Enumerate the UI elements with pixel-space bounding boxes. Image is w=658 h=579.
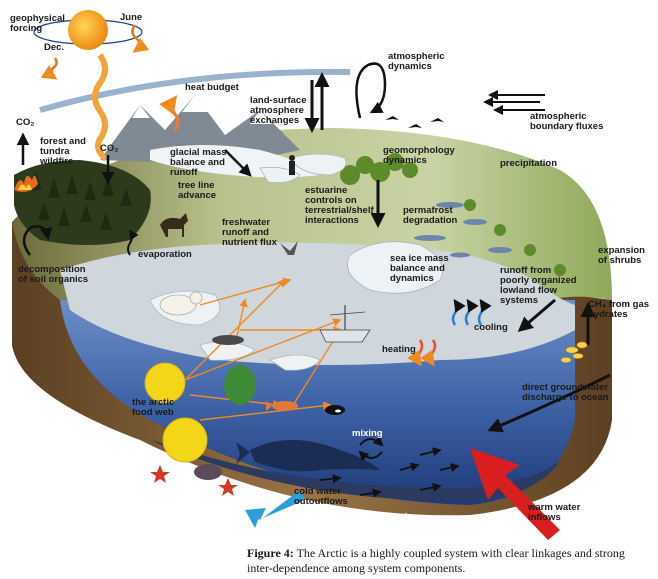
label-atmospheric-boundary-fluxes: atmospheric boundary fluxes [530,111,604,132]
label-sea-ice-mass-balance: sea ice mass balance and dynamics [390,253,449,284]
label-june: June [120,12,143,23]
person-icon [289,155,295,175]
label-arctic-food-web: the arctic food web [132,397,175,418]
shrubs [340,153,566,276]
forest-trees [30,172,132,230]
label-co2-mid: CO₂ [100,143,119,154]
label-precipitation: precipitation [500,158,558,169]
label-ch4-gas-hydrates: CH₄ from gas hydrates [588,299,650,320]
label-decomposition-soil: decomposition of soil organics [18,264,89,285]
label-land-surface-atmosphere: land-surface atmosphere exchanges [250,95,307,126]
bird-icon [280,241,298,255]
label-heating: heating [382,344,416,355]
label-warm-water-inflows: warm water inflows [528,502,581,523]
label-mixing: mixing [352,428,383,439]
label-forest-tundra-wildfire: forest and tundra wildfire [40,136,86,167]
label-geomorphology-dynamics: geomorphology dynamics [383,145,455,166]
food-web-circle-2 [162,417,208,463]
glacial-runoff-arrow [224,149,252,177]
wildfire [14,175,38,192]
heating-arrows [407,339,437,367]
kelp-blob [224,365,256,405]
label-freshwater-runoff: freshwater runoff and nutrient flux [222,217,277,248]
label-tree-line-advance: tree line advance [178,180,217,201]
label-runoff-lowland: runoff from poorly organized lowland flo… [500,265,577,306]
heat-ray [159,95,180,131]
label-estuarine-controls: estuarine controls on terrestrial/shelf … [305,185,374,226]
caption-figure-label: Figure 4: [247,546,294,560]
whale-icon [236,440,380,472]
label-heat-budget: heat budget [185,82,239,93]
atmospheric-loop [355,62,387,119]
food-web-circle-1 [144,362,186,404]
sea-ice [149,153,443,371]
cold-outflow-arrow [245,490,305,528]
lowland-runoff-arrow [517,298,556,332]
cooling-arrows [451,298,492,326]
permafrost-ponds [414,202,512,258]
mixing-arrow-2 [358,450,383,462]
benthic-community [194,464,222,480]
mixing-arrow [359,435,384,447]
label-geophysical-forcing: geophysical forcing [10,13,65,34]
flying-birds [385,116,444,128]
sun-ray-main [92,53,109,162]
label-dec: Dec. [44,42,65,53]
seal-icon [212,335,244,345]
label-cold-water-outoutflows: cold water outoutflows [294,486,348,507]
evaporation-arrow [127,229,139,256]
gas-hydrates [560,341,588,363]
label-atmospheric-dynamics: atmospheric dynamics [388,51,445,72]
figure-caption: Figure 4: The Arctic is a highly coupled… [247,546,647,576]
seafloor [150,440,560,501]
decomposition-curl [22,225,53,256]
label-co2-left: CO₂ [16,117,35,128]
atmosphere-arc [39,68,351,113]
boreal-forest [14,160,151,245]
moose-icon [160,213,188,237]
dec-ray [40,57,58,80]
caption-text: The Arctic is a highly coupled system wi… [247,546,625,575]
label-currents: currents [375,511,414,522]
orca-icon [325,405,345,415]
sun-icon [68,10,108,50]
groundwater-arrow [487,373,611,433]
fish-icon [266,401,298,411]
current-arrows [319,447,460,498]
warm-inflow-arrow [470,448,560,540]
label-cooling: cooling [474,322,508,333]
label-evaporation: evaporation [138,249,192,260]
label-direct-groundwater: direct groundwater discharge to ocean [522,382,609,403]
label-glacial-mass-balance: glacial mass balance and runoff [170,147,227,178]
starfish-icon [150,465,238,496]
boundary-flux-arrows [483,90,545,115]
polar-bear-icon [159,291,203,316]
label-expansion-of-shrubs: expansion of shrubs [598,245,645,266]
label-permafrost-degradation: permafrost degradation [403,205,458,226]
mountains [100,95,300,165]
june-ray [131,24,150,53]
ship-icon [319,305,371,343]
sea-surface [60,242,575,365]
